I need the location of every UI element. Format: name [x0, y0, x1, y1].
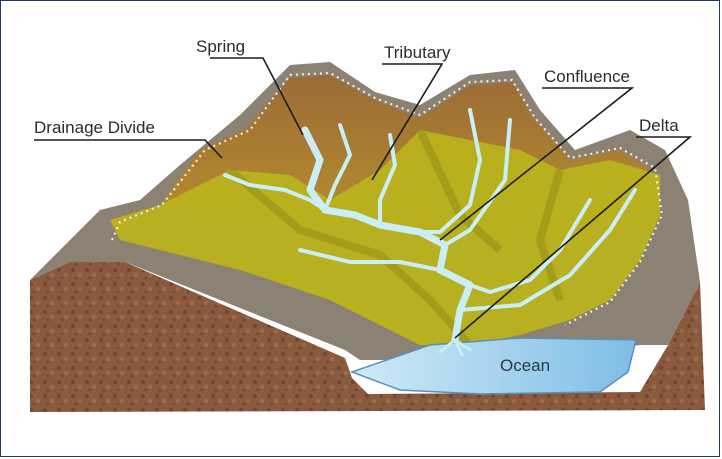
spring-label: Spring [196, 37, 245, 56]
drainage-divide-label: Drainage Divide [34, 118, 155, 137]
confluence-label: Confluence [544, 67, 630, 86]
delta-label: Delta [639, 116, 679, 135]
tributary-label: Tributary [384, 43, 451, 62]
ocean-label: Ocean [500, 356, 550, 375]
